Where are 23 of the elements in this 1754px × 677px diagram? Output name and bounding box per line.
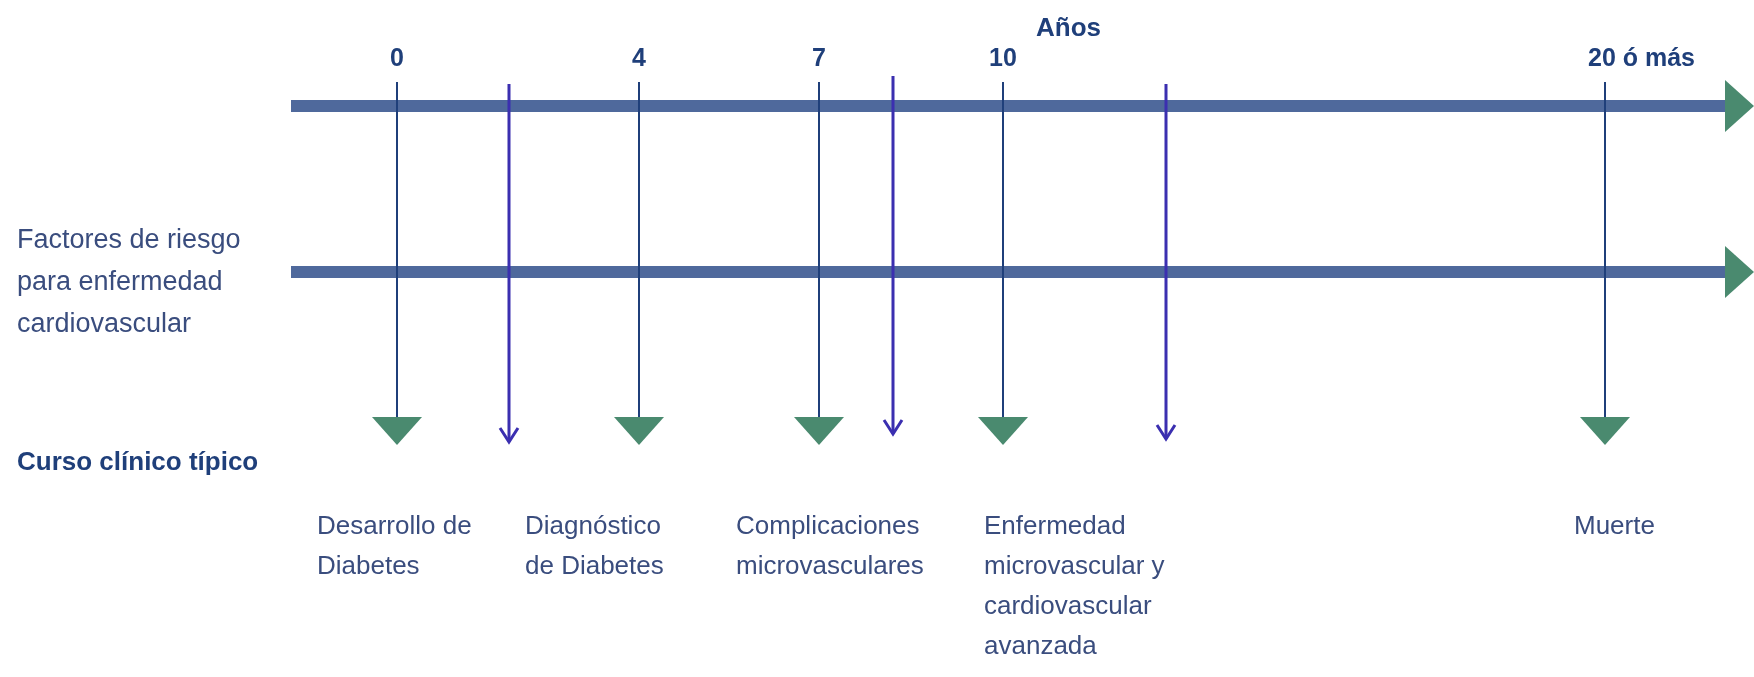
- event-label: Enfermedad microvascular y cardiovascular avanzada: [984, 509, 1166, 662]
- connector-line: [396, 81, 398, 418]
- event-label: Complicaciones microvasculares: [736, 509, 925, 582]
- row-label: Factores de riesgo para enfermedad cardiovascular: [17, 223, 242, 340]
- year-label: 20 ó más: [1588, 42, 1695, 72]
- year-label: 7: [812, 42, 826, 72]
- connector-line: [818, 81, 820, 418]
- triangle-marker: [372, 417, 422, 445]
- event-label: Muerte: [1574, 509, 1656, 542]
- year-label: 10: [989, 42, 1017, 72]
- triangle-marker: [978, 417, 1028, 445]
- triangle-marker: [1580, 417, 1630, 445]
- event-label: Diagnóstico de Diabetes: [525, 509, 665, 582]
- year-label: 4: [632, 42, 646, 72]
- axis-title: Años: [1036, 11, 1102, 44]
- triangle-marker: [614, 417, 664, 445]
- event-label: Desarrollo de Diabetes: [317, 509, 473, 582]
- connector-line: [638, 81, 640, 418]
- connector-line: [1604, 81, 1606, 418]
- triangle-marker: [794, 417, 844, 445]
- row-label: Curso clínico típico: [17, 445, 260, 478]
- year-label: 0: [390, 42, 404, 72]
- connector-line: [1002, 81, 1004, 418]
